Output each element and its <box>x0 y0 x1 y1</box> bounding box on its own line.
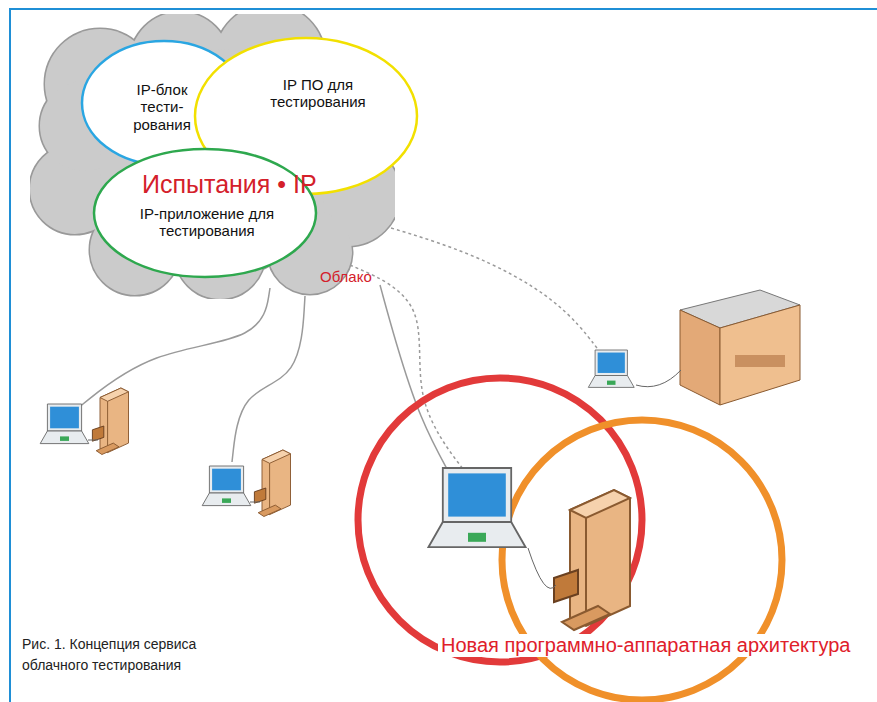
service-name: IP ПО для тестирования <box>248 76 388 111</box>
cloud-title: Испытания • IP <box>142 170 317 199</box>
cable <box>78 288 270 408</box>
service-ellipse: IP-приложение для тестирования <box>92 147 318 279</box>
cloud-label: Облако <box>320 268 372 285</box>
hardware-unit <box>92 388 128 455</box>
laptop <box>588 350 634 387</box>
service-name: IP-приложение для тестирования <box>122 205 292 240</box>
cloud: IP-блок тести- рования IP ПО для тестиров… <box>30 14 395 299</box>
red-ring <box>358 378 642 662</box>
cable <box>232 296 305 462</box>
frame <box>10 9 877 702</box>
figure-caption: Рис. 1. Концепция сервиса облачного тест… <box>22 634 252 676</box>
test-equipment <box>680 290 800 405</box>
service-name: IP-блок тести- рования <box>122 81 202 133</box>
cable <box>350 265 470 478</box>
orange-ring <box>502 420 782 700</box>
cable <box>345 215 600 352</box>
hardware-unit <box>554 490 630 630</box>
laptop <box>202 466 251 506</box>
cable <box>380 285 452 478</box>
laptop <box>40 404 89 444</box>
laptop <box>428 468 525 547</box>
hardware-unit <box>254 450 290 517</box>
architecture-label: Новая программно-аппаратная архитектура <box>438 634 853 657</box>
